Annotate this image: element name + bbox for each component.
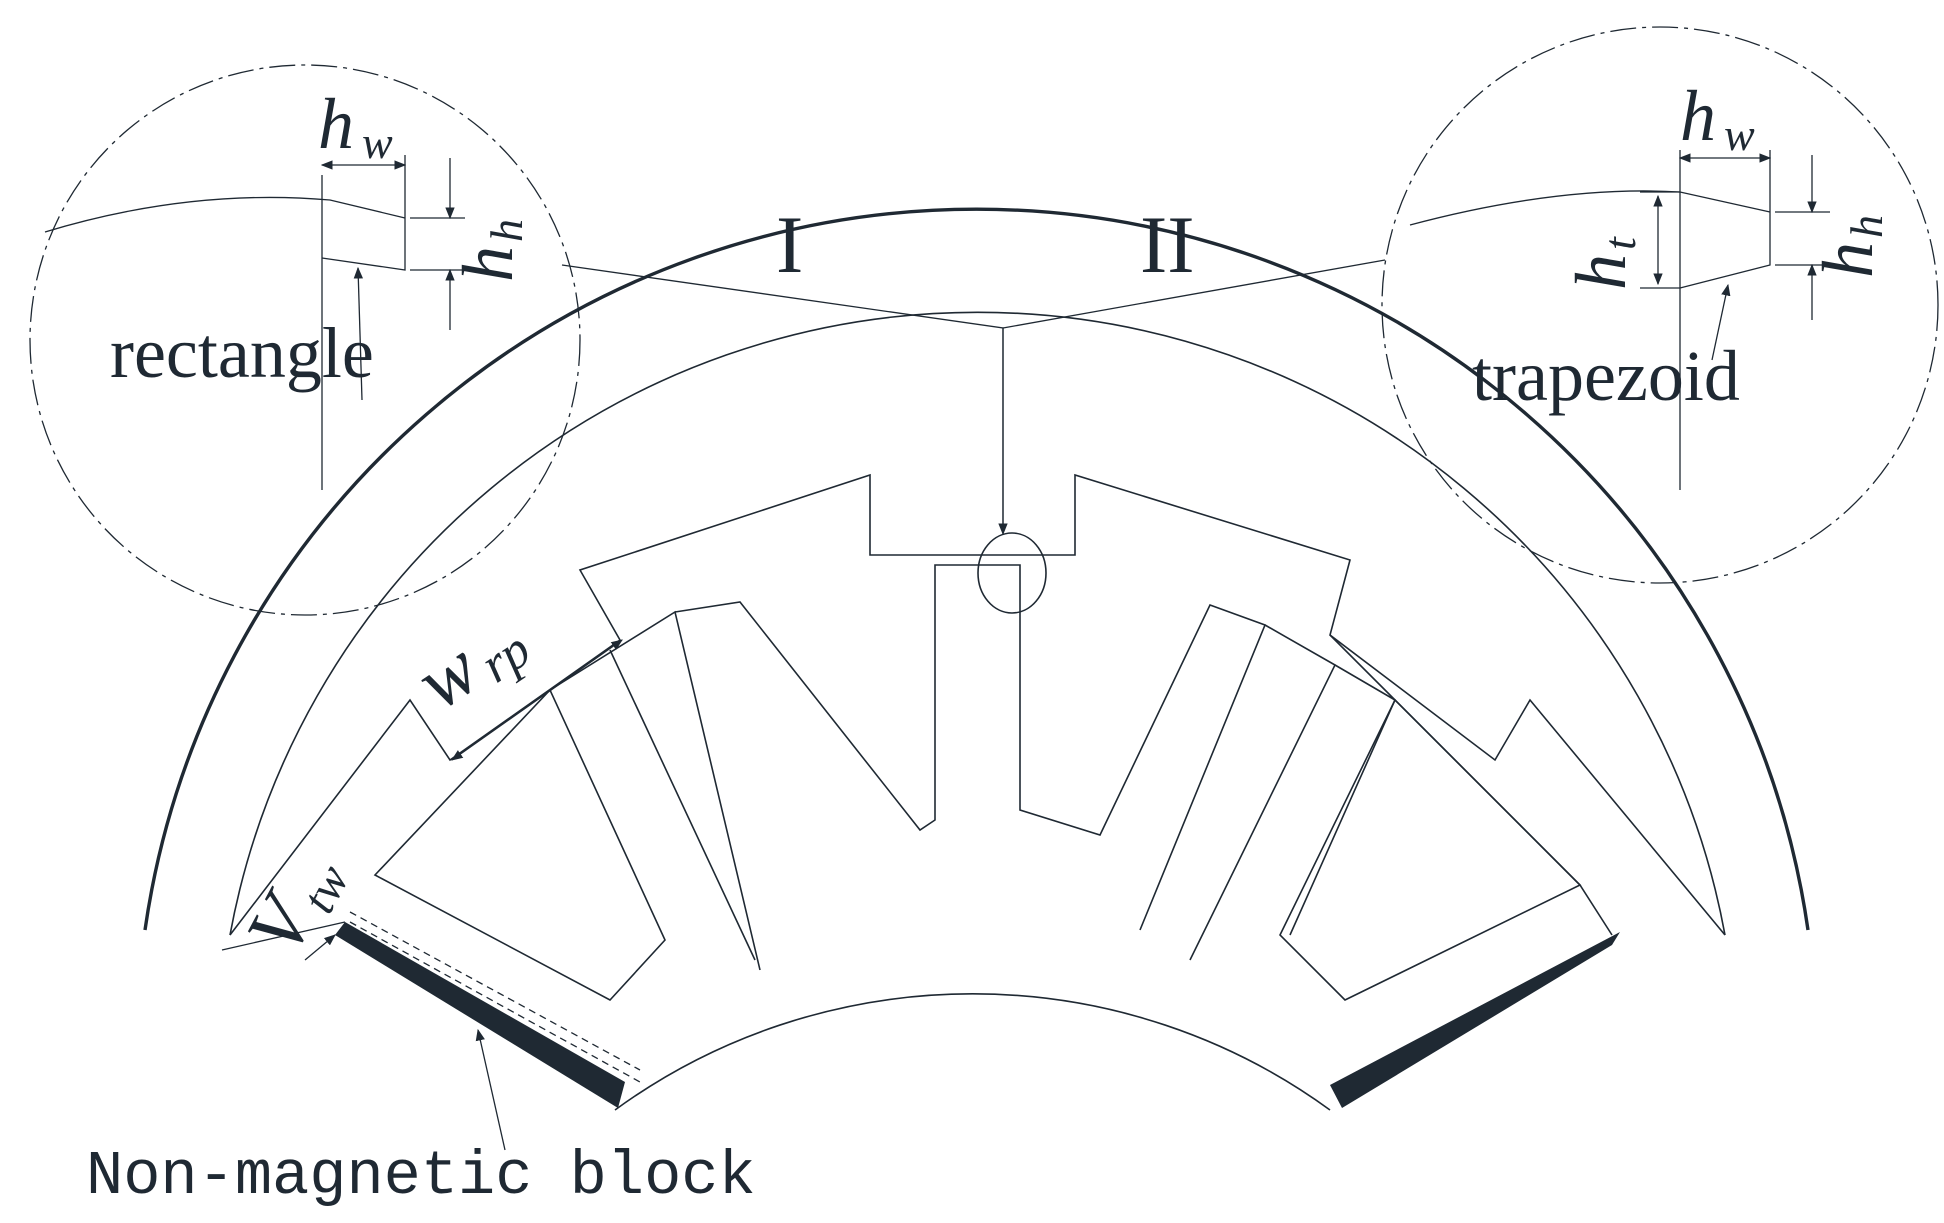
detail-II-hh-sub: h (1841, 215, 1892, 238)
rotor-tooth-left-mid-line (609, 649, 756, 961)
detail-II-hw-sub: w (1724, 109, 1755, 160)
non-magnetic-block-left (335, 922, 625, 1108)
detail-I-outer-edge (44, 196, 406, 233)
rotor-tooth-right-outer (1279, 698, 1582, 1001)
non-magnetic-block-right (1330, 932, 1620, 1108)
block-label-pointer (475, 1028, 506, 1151)
detail-II-hw-h: h (1680, 76, 1716, 156)
rotor-tooth-left-outer (373, 688, 666, 1001)
vtw-dim (304, 934, 336, 961)
detail-I-rectangle-notch (321, 218, 406, 271)
detail-II-outer-edge (1409, 190, 1771, 226)
rotor-tooth-right-edge (1394, 699, 1613, 936)
rotor-tooth-left-inner (674, 564, 1267, 931)
block-dashed-2 (349, 921, 641, 1083)
leader-I (561, 264, 1004, 532)
stator-back-link (1329, 634, 1396, 701)
stator-inner-arc (229, 311, 1726, 936)
detail-I-label-pointer (353, 266, 363, 401)
rotor-tooth-right-line-2 (1289, 664, 1397, 936)
region-II-label: II (1140, 199, 1195, 290)
leader-II (1002, 259, 1386, 329)
vtw-ext-1 (221, 921, 346, 951)
detail-I-circle (29, 64, 581, 616)
detail-II-trapezoid-notch (1679, 212, 1771, 289)
non-magnetic-block-label: Non-magnetic block (86, 1141, 756, 1212)
detail-circle (977, 532, 1047, 614)
trapezoid-label: trapezoid (1472, 336, 1740, 416)
detail-II-hh-h: h (1808, 242, 1888, 278)
detail-II-ht-sub: t (1594, 236, 1645, 250)
rectangle-label: rectangle (110, 313, 374, 393)
detail-II-label-pointer (1711, 283, 1731, 361)
detail-I-hh-h: h (448, 246, 528, 282)
detail-II-ht-h: h (1561, 254, 1641, 290)
wrp-dimension (451, 639, 623, 761)
detail-II-circle (1381, 26, 1939, 584)
detail-I-hw-sub: w (362, 117, 393, 168)
rotor-tooth-right-line-1 (1189, 624, 1337, 961)
region-I-label: I (776, 199, 803, 290)
block-dashed-1 (349, 911, 641, 1071)
rotor-bore-arc (614, 993, 1331, 1111)
detail-I-hw-h: h (318, 84, 354, 164)
stator-outer-arc (143, 207, 1810, 931)
detail-I-hh-sub: h (481, 219, 532, 242)
rotor-tooth-left-mid (549, 610, 761, 971)
